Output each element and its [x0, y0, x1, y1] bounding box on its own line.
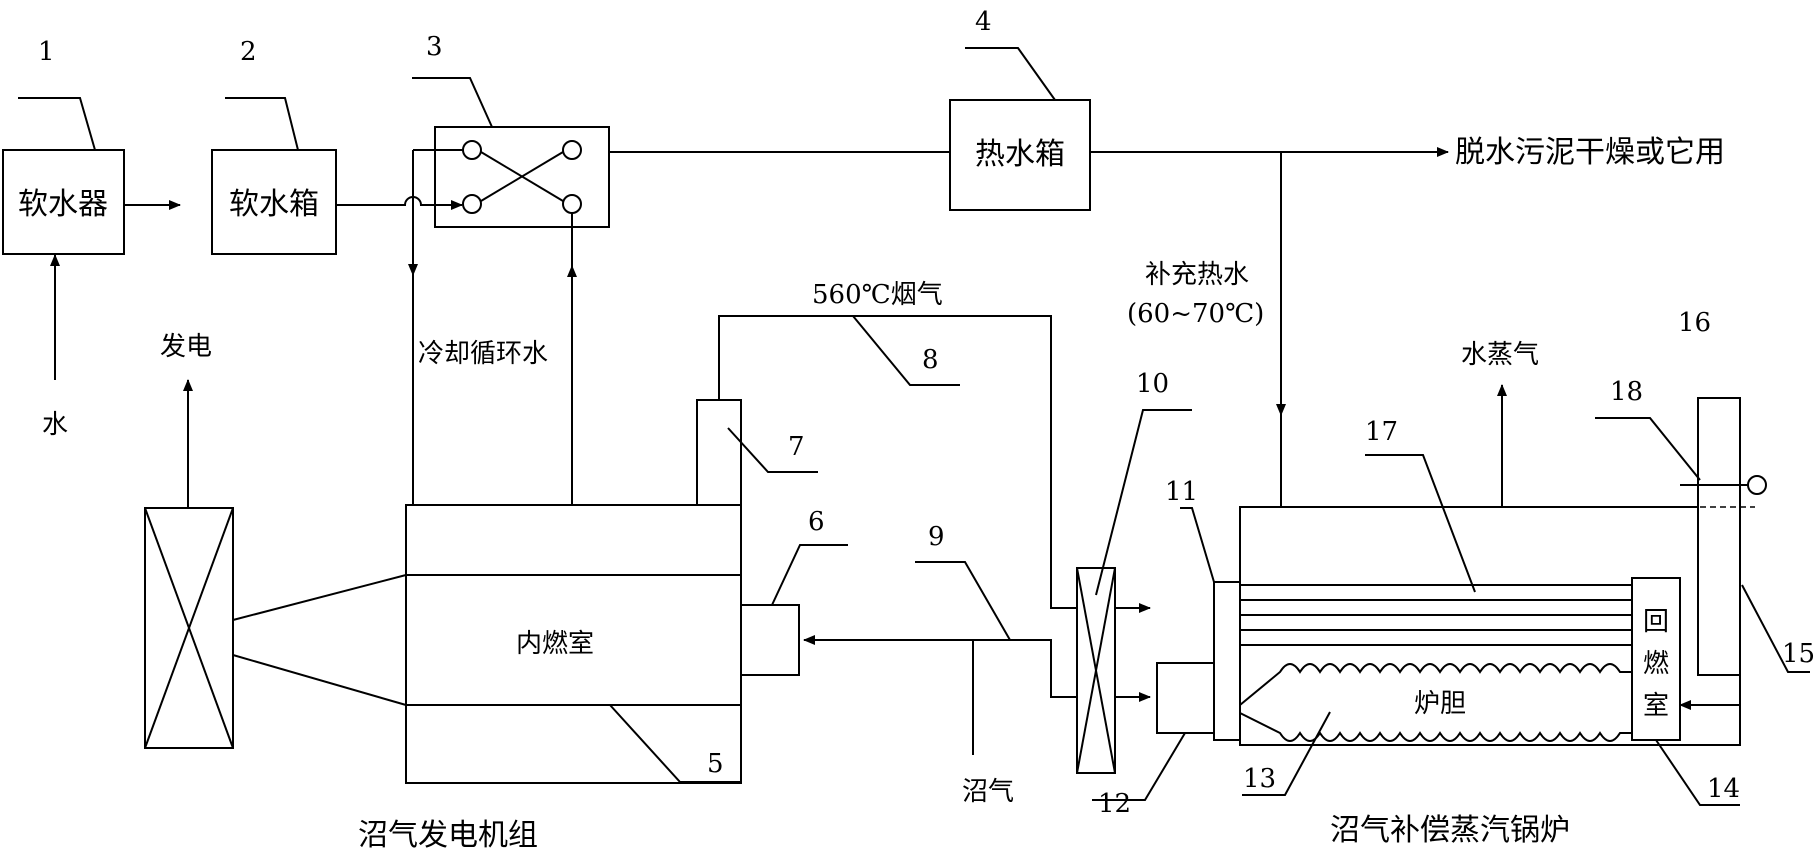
- return-chamber-char-2: 燃: [1643, 649, 1669, 679]
- number-15: 15: [1782, 639, 1815, 669]
- hot-water-tank-box: 热水箱: [949, 99, 1091, 211]
- softener-label: 软水器: [18, 187, 108, 222]
- generator: [144, 507, 234, 749]
- number-17: 17: [1365, 417, 1398, 447]
- return-chamber-char-3: 室: [1643, 691, 1669, 721]
- leader-17: 17: [1365, 417, 1476, 593]
- exchanger-port-bottom-left: [462, 194, 482, 214]
- cooling-water-label: 冷却循环水: [418, 339, 548, 369]
- softener-box: 软水器: [2, 149, 125, 255]
- burner: [1156, 662, 1215, 734]
- leader-8: 8: [852, 315, 960, 386]
- return-chamber-char-1: 回: [1643, 607, 1669, 637]
- leader-11: 11: [1165, 477, 1215, 583]
- leader-10: 10: [1095, 369, 1192, 596]
- exhaust-stack: [696, 399, 742, 506]
- leader-6: 6: [771, 507, 848, 606]
- return-chamber: 回 燃 室: [1631, 577, 1681, 741]
- combustion-chamber-label: 内燃室: [516, 629, 594, 659]
- boiler-caption: 沼气补偿蒸汽锅炉: [1330, 813, 1570, 848]
- leader-3: 3: [412, 32, 493, 128]
- generator-set-caption: 沼气发电机组: [358, 818, 538, 853]
- number-11: 11: [1165, 477, 1198, 507]
- number-7: 7: [788, 432, 805, 462]
- leader-7: 7: [727, 427, 818, 473]
- corrugated-furnace: 炉胆: [1239, 663, 1632, 742]
- leader-1: 1: [18, 37, 96, 151]
- leader-13: 13: [1242, 711, 1331, 796]
- hot-water-tank-label: 热水箱: [975, 137, 1065, 172]
- number-10: 10: [1136, 369, 1169, 399]
- steam-label: 水蒸气: [1461, 340, 1539, 370]
- number-12: 12: [1098, 789, 1131, 819]
- leader-9: 9: [915, 522, 1011, 641]
- power-label: 发电: [160, 332, 212, 362]
- number-5: 5: [707, 749, 724, 779]
- number-16: 16: [1678, 308, 1711, 338]
- fire-tubes: [1240, 584, 1632, 646]
- number-6: 6: [808, 507, 825, 537]
- number-13: 13: [1243, 764, 1276, 794]
- soft-water-tank-label: 软水箱: [229, 187, 319, 222]
- number-9: 9: [928, 522, 945, 552]
- leader-16: 16: [1678, 308, 1711, 338]
- chimney: [1697, 397, 1741, 676]
- number-1: 1: [38, 37, 55, 67]
- number-3: 3: [426, 32, 443, 62]
- gauge-icon: [1747, 475, 1767, 495]
- leader-15: 15: [1741, 584, 1815, 673]
- shaft-upper: [232, 574, 407, 621]
- leader-2: 2: [225, 37, 299, 151]
- number-2: 2: [240, 37, 257, 67]
- gas-filter: [1076, 567, 1116, 774]
- makeup-water-label: 补充热水: [1145, 260, 1249, 290]
- makeup-temp-label: (60~70℃): [1127, 299, 1264, 329]
- furnace-label: 炉胆: [1414, 689, 1466, 719]
- leader-14: 14: [1655, 739, 1740, 806]
- leader-18: 18: [1595, 377, 1701, 481]
- leader-5: 5: [609, 704, 740, 783]
- exchanger-port-top-right: [562, 140, 582, 160]
- number-4: 4: [975, 7, 992, 37]
- flue-gas-label: 560℃烟气: [812, 280, 943, 310]
- number-18: 18: [1610, 377, 1643, 407]
- boiler-front-plate: [1213, 581, 1241, 741]
- heat-exchanger: [434, 126, 610, 228]
- water-label: 水: [42, 410, 68, 440]
- leader-12: 12: [1092, 732, 1186, 819]
- soft-water-tank-box: 软水箱: [211, 149, 337, 255]
- shaft-lower: [232, 654, 407, 706]
- engine-block: 内燃室: [405, 504, 742, 784]
- leader-4: 4: [965, 7, 1056, 101]
- outlet-label: 脱水污泥干燥或它用: [1455, 135, 1725, 170]
- number-14: 14: [1707, 774, 1740, 804]
- biogas-label: 沼气: [962, 777, 1014, 807]
- gas-regulator: [740, 604, 800, 676]
- number-8: 8: [922, 345, 939, 375]
